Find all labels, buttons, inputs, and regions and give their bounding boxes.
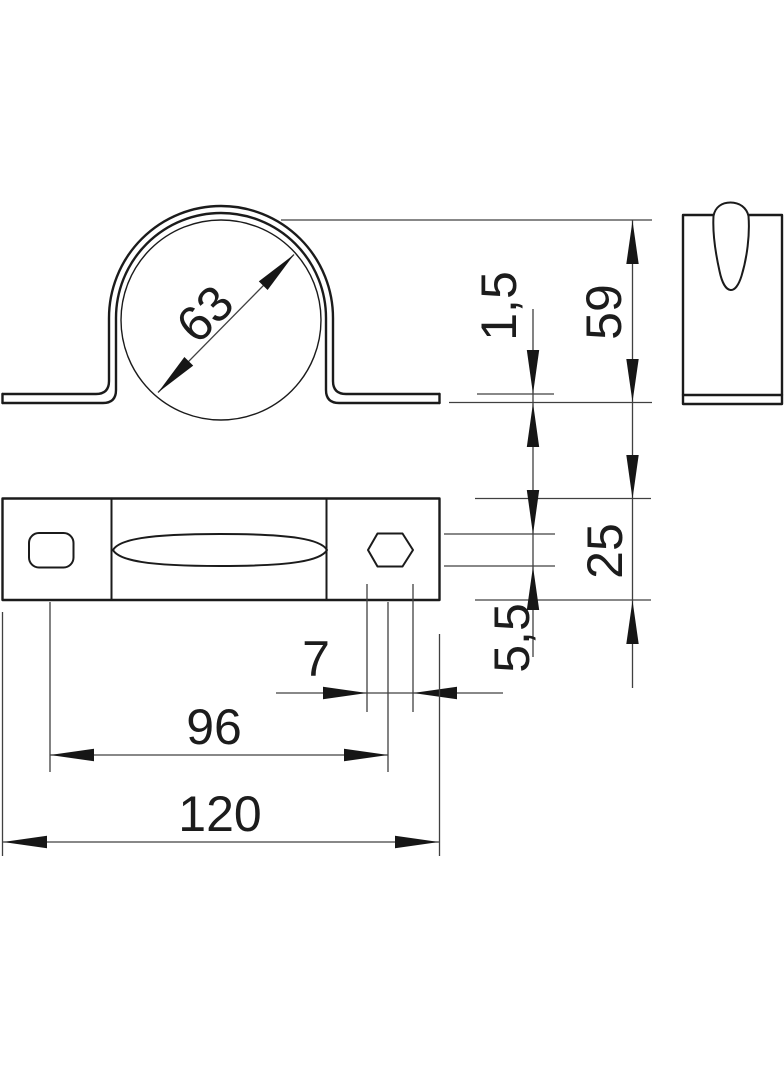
dim-hole-width-7: 7 [276, 584, 503, 712]
side-view-outline [681, 213, 784, 406]
dim-plate-width-25: 25 [475, 455, 651, 644]
arrowhead-59-bottom [626, 359, 639, 402]
dim-text-strap-thickness: 1,5 [471, 271, 527, 341]
pipe-circle [120, 219, 322, 421]
dim-text-hole-height: 5,5 [484, 603, 540, 673]
arrowhead-55-top [526, 490, 540, 535]
strap-outer-contour [1, 204, 441, 396]
arrowhead-15-bottom [526, 403, 540, 447]
bottom-view-plate [1, 497, 441, 602]
arrowhead-7-right [413, 686, 457, 700]
arrowhead-63-upper [258, 254, 294, 290]
dim-overall-length-120: 120 [1, 612, 441, 856]
plate-outline [1, 497, 441, 602]
arrowhead-96-right [344, 748, 388, 762]
arrowhead-63-lower [158, 357, 194, 393]
right-mounting-hole [367, 532, 414, 568]
dim-overall-height-59: 59 [281, 219, 652, 688]
arrowhead-15-top [526, 350, 540, 394]
dim-text-overall-height: 59 [576, 284, 632, 340]
side-view-tongue-dimple [712, 201, 750, 292]
arrowhead-120-right [395, 835, 439, 849]
dim-text-plate-width: 25 [577, 523, 633, 579]
side-view [681, 201, 784, 406]
front-view-saddle-clamp [1, 204, 441, 421]
saddle-slot [112, 533, 328, 567]
arrowhead-59-top [626, 220, 639, 264]
dim-strap-thickness-1-5: 1,5 [471, 271, 554, 657]
dim-pipe-diameter: 63 [157, 254, 295, 393]
arrowhead-7-left [323, 686, 367, 700]
left-mounting-hole [28, 532, 75, 569]
arrowhead-25-bottom [626, 600, 639, 644]
arrowhead-25-top [626, 455, 639, 499]
arrowhead-96-left [50, 748, 94, 762]
plate-bend-lines [110, 497, 328, 601]
dim-text-hole-spacing: 96 [186, 699, 242, 755]
strap-inner-contour [1, 211, 441, 405]
dim-hole-height-5-5: 5,5 [444, 490, 555, 673]
arrowhead-120-left [3, 835, 47, 849]
arrowhead-55-bottom [526, 566, 540, 610]
dim-text-hole-width: 7 [302, 631, 330, 687]
dim-text-overall-length: 120 [178, 786, 261, 842]
strap-end-caps [1, 392, 441, 405]
dim-hole-spacing-96: 96 [49, 602, 389, 772]
dim-text-pipe-diameter: 63 [166, 275, 245, 354]
